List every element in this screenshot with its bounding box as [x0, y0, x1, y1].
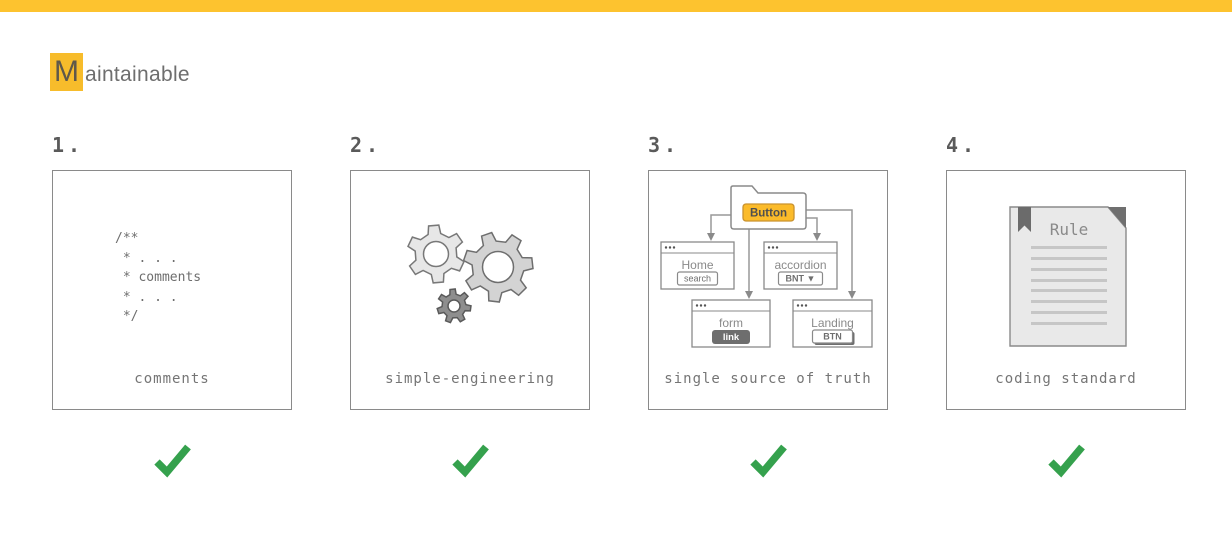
window-control-label: BTN: [823, 332, 842, 342]
panel-box-document: Rule coding standard: [946, 170, 1186, 410]
top-accent-bar: [0, 0, 1232, 12]
panel-box-gears: simple-engineering: [350, 170, 590, 410]
code-comment-block: /** * . . . * comments * . . . */: [115, 231, 202, 324]
component-flow-diagram: Button Home search accordion: [660, 185, 873, 348]
panel-box-diagram: Button Home search accordion: [648, 170, 888, 410]
document-title: Rule: [1050, 220, 1089, 239]
panel-label: single source of truth: [664, 371, 872, 387]
browser-window-home: Home search: [660, 241, 735, 290]
panel-simple-engineering: 2. simple-engineering: [350, 133, 590, 482]
window-title: accordion: [774, 258, 826, 272]
panel-comments: 1. /** * . . . * comments * . . . */ com…: [52, 133, 292, 482]
green-checkmark-icon: [750, 444, 787, 478]
window-title: Home: [681, 258, 713, 272]
panel-label: simple-engineering: [385, 371, 555, 387]
title-rest: aintainable: [85, 63, 190, 86]
rule-document-icon: Rule: [1009, 206, 1127, 347]
window-control-label: BNT ▼: [786, 274, 816, 284]
green-checkmark-icon: [1048, 444, 1085, 478]
button-component-label: Button: [750, 208, 787, 220]
button-component-badge: [742, 203, 795, 222]
panel-label: comments: [134, 371, 210, 387]
browser-window-form: form link: [691, 299, 771, 348]
window-control-label: search: [684, 274, 711, 284]
panel-single-source-of-truth: 3. Button H: [648, 133, 888, 482]
folded-corner-icon: [1108, 207, 1126, 228]
window-title: form: [719, 316, 743, 330]
panel-number: 4.: [946, 133, 979, 157]
browser-window-accordion: accordion BNT ▼: [763, 241, 838, 290]
window-title: Landing: [811, 316, 854, 330]
bookmark-icon: [1018, 207, 1031, 232]
panel-number: 2.: [350, 133, 383, 157]
green-checkmark-icon: [452, 444, 489, 478]
panel-number: 3.: [648, 133, 681, 157]
green-checkmark-icon: [154, 444, 191, 478]
panel-label: coding standard: [995, 371, 1137, 387]
browser-window-landing: Landing BTN: [792, 299, 873, 348]
panel-number: 1.: [52, 133, 85, 157]
title-initial-highlight: M: [50, 53, 83, 91]
gears-icon: [407, 224, 534, 324]
panel-box-comments: /** * . . . * comments * . . . */ commen…: [52, 170, 292, 410]
window-control-label: link: [723, 332, 740, 343]
page-title: M aintainable: [50, 53, 1232, 91]
panels-row: 1. /** * . . . * comments * . . . */ com…: [52, 133, 1232, 482]
panel-coding-standard: 4. Rule coding standard: [946, 133, 1186, 482]
